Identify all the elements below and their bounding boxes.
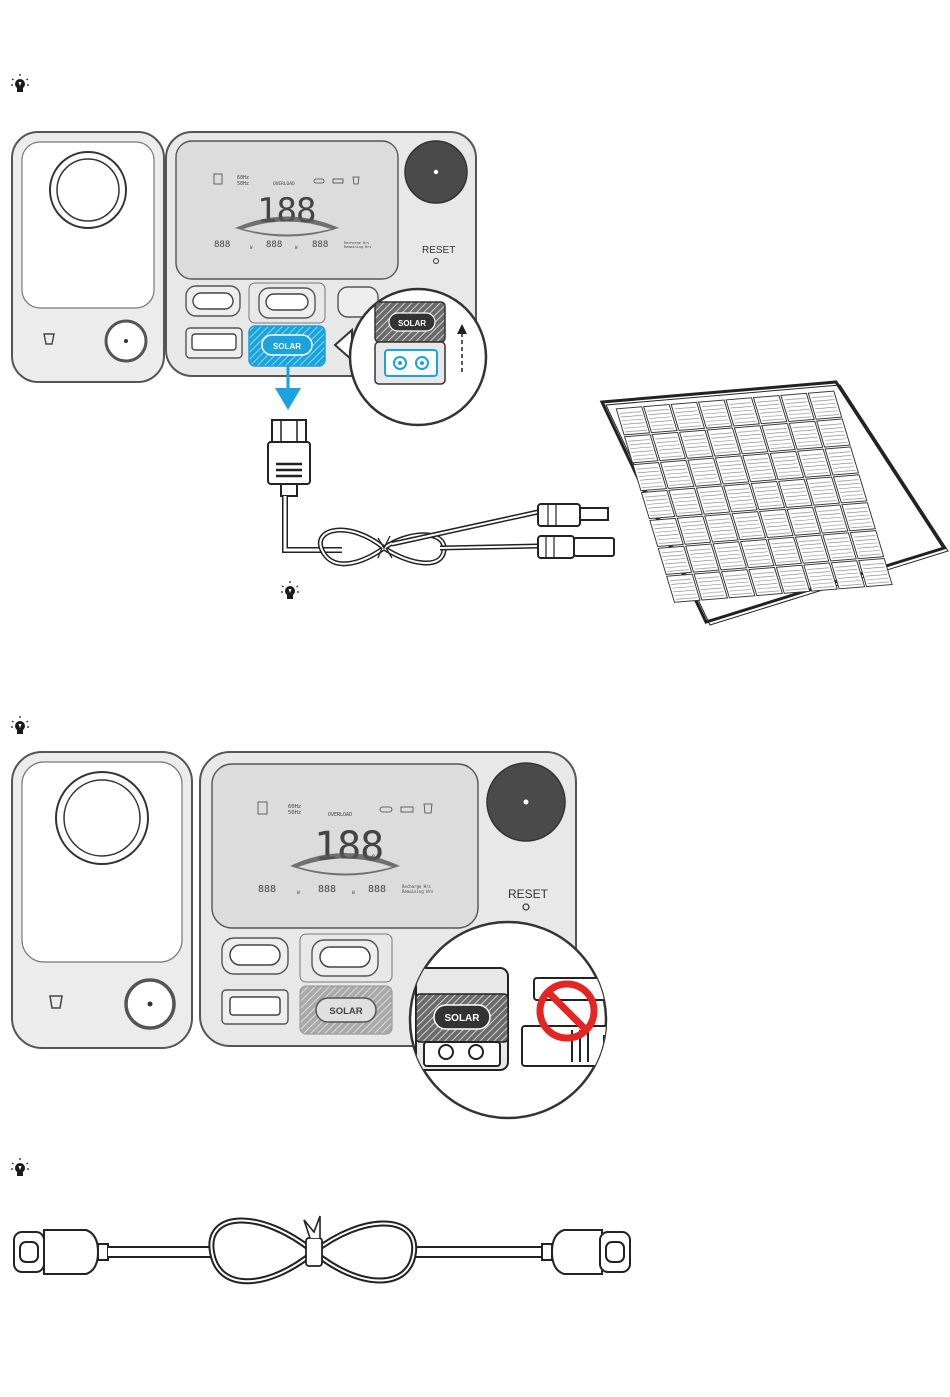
svg-text:OVERLOAD: OVERLOAD [328, 812, 352, 818]
svg-text:Remaining Hrs: Remaining Hrs [402, 889, 434, 894]
tip-bulb-icon [11, 716, 29, 734]
svg-text:888: 888 [318, 884, 336, 895]
lcd-time-digits: 888 [312, 240, 328, 250]
reset-label: RESET [422, 245, 455, 256]
svg-text:888: 888 [258, 884, 276, 895]
lcd-overload: OVERLOAD [273, 181, 295, 187]
zoom-solar-label-2: SOLAR [445, 1013, 481, 1024]
svg-text:888: 888 [368, 884, 386, 895]
lcd-output-watts: 888 [266, 240, 282, 250]
svg-text:W: W [352, 890, 355, 896]
zoom-solar-label: SOLAR [398, 319, 426, 328]
lcd-remaining-hrs: Remaining Hrs [344, 245, 371, 249]
solar-port-label-2: SOLAR [329, 1006, 362, 1017]
zoom-callout-wrong-plug: SOLAR [410, 922, 624, 1118]
lcd-input-watts: 888 [214, 240, 230, 250]
power-station-side-module-2 [12, 752, 192, 1048]
solar-panel [602, 382, 948, 625]
tip-bulb-icon [11, 1158, 29, 1176]
usb-c-cable [14, 1216, 630, 1281]
solar-port-label: SOLAR [273, 342, 301, 351]
tip-bulb-icon [11, 74, 29, 92]
svg-text:W: W [297, 890, 300, 896]
reset-label-2: RESET [508, 887, 549, 901]
lcd-freq-bottom: 50Hz [237, 181, 249, 187]
solar-charging-cable [268, 420, 614, 564]
power-station-side-module [12, 132, 164, 382]
tip-bulb-icon [281, 581, 299, 599]
svg-text:50Hz: 50Hz [288, 810, 301, 816]
